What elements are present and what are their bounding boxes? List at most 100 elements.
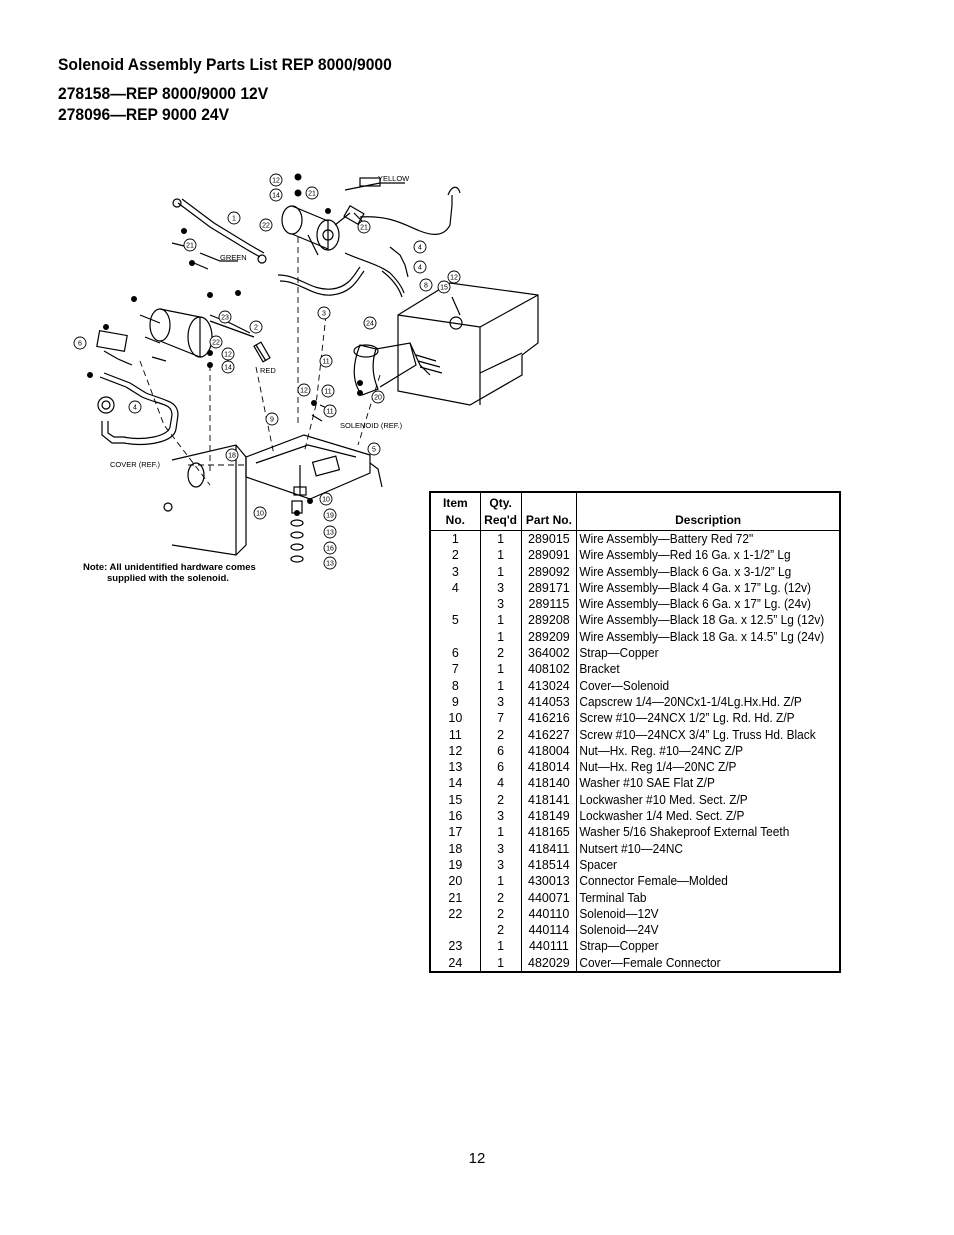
callout-circle (128, 400, 142, 414)
callout-number: 20 (374, 395, 382, 402)
callout-circle (259, 218, 273, 232)
description-cell: Wire Assembly—Black 4 Ga. x 17” Lg. (12v… (579, 580, 811, 595)
callout-circle (323, 525, 337, 539)
item-no-cell: 12 (431, 742, 481, 760)
item-no-cell (431, 628, 481, 646)
callout-circle (221, 360, 235, 374)
callout-circle (319, 354, 333, 368)
callout-circle (367, 442, 381, 456)
qty-cell: 2 (480, 645, 522, 662)
callout-number: 11 (326, 409, 333, 416)
callout-circle (225, 448, 239, 462)
description-cell: Spacer (579, 857, 617, 872)
callout-number: 22 (262, 223, 270, 230)
header-item-no: Item No. (431, 493, 481, 531)
description-cell: Washer #10 SAE Flat Z/P (579, 776, 715, 791)
qty-cell: 3 (480, 856, 522, 874)
callout-circle (323, 541, 337, 555)
callout-number: 13 (326, 530, 334, 537)
qty-cell: 2 (480, 889, 522, 906)
description-cell: Solenoid—12V (579, 906, 659, 921)
callout-number: 3 (322, 311, 326, 318)
part-no-cell: 440111 (521, 938, 578, 955)
callout-circle (73, 336, 87, 350)
callout-number: 21 (308, 191, 316, 198)
description-cell: Washer 5/16 Shakeproof External Teeth (579, 825, 790, 840)
callout-number: 21 (186, 243, 194, 250)
qty-cell: 2 (480, 905, 522, 923)
note-line-1: Note: All unidentified hardware comes (83, 562, 256, 573)
red-wire-label: RED (260, 366, 276, 375)
callout-number: 8 (424, 283, 428, 290)
part-no-cell: 289091 (521, 547, 578, 564)
callout-number: 15 (440, 285, 448, 292)
callout-number: 11 (324, 389, 331, 396)
description-cell: Screw #10—24NCX 1/2” Lg. Rd. Hd. Z/P (579, 711, 795, 726)
callout-circle (317, 306, 331, 320)
qty-cell: 1 (480, 954, 522, 972)
qty-cell: 1 (480, 547, 522, 564)
callout-circle (249, 320, 263, 334)
item-no-cell: 10 (431, 710, 481, 727)
part-no-cell: 289115 (521, 596, 578, 613)
callout-circle (357, 220, 371, 234)
qty-cell: 1 (480, 873, 522, 890)
part-no-cell: 418411 (521, 840, 578, 857)
callout-number: 10 (322, 497, 330, 504)
description-cell: Solenoid—24V (579, 923, 659, 938)
callout-circle (253, 506, 267, 520)
solenoid-ref-label: SOLENOID (REF.) (340, 421, 403, 430)
callout-circle (323, 556, 337, 570)
callout-circle (265, 412, 279, 426)
item-no-cell: 2 (431, 547, 481, 564)
callout-number: 9 (270, 417, 274, 424)
callout-number: 13 (326, 561, 334, 568)
yellow-wire-label: YELLOW (378, 174, 410, 183)
qty-cell: 2 (480, 922, 522, 939)
part-no-cell: 418165 (521, 824, 578, 841)
item-no-cell: 4 (431, 579, 481, 597)
callout-number: 12 (300, 388, 308, 395)
callout-circle (305, 186, 319, 200)
part-no-cell: 414053 (521, 693, 578, 711)
callout-circle (447, 270, 461, 284)
qty-cell: 7 (480, 710, 522, 727)
description-cell: Nut—Hx. Reg 1/4—20NC Z/P (579, 760, 737, 775)
callout-circle (371, 390, 385, 404)
part-no-cell: 440110 (521, 905, 578, 923)
qty-cell: 3 (480, 579, 522, 597)
callout-number: 12 (224, 352, 232, 359)
callout-circle (419, 278, 433, 292)
exploded-parts-diagram: YELLOW GREEN RED SOLENOID (REF.) COVER (… (73, 173, 539, 570)
part-no-cell: 413024 (521, 677, 578, 694)
part-no-cell: 418514 (521, 856, 578, 874)
description-cell: Nut—Hx. Reg. #10—24NC Z/P (579, 743, 743, 758)
part-no-cell: 418014 (521, 759, 578, 776)
item-no-cell: 8 (431, 677, 481, 694)
qty-cell: 2 (480, 726, 522, 743)
callout-circle (321, 384, 335, 398)
cover-ref-label: COVER (REF.) (110, 460, 161, 469)
qty-cell: 2 (480, 791, 522, 809)
part-no-cell: 289209 (521, 628, 578, 646)
description-cell: Strap—Copper (579, 646, 659, 661)
hardware-note: Note: All unidentified hardware comes su… (83, 562, 256, 584)
item-no-cell: 23 (431, 938, 481, 955)
part-no-cell: 418004 (521, 742, 578, 760)
callout-number: 24 (366, 321, 374, 328)
item-no-cell: 5 (431, 612, 481, 629)
